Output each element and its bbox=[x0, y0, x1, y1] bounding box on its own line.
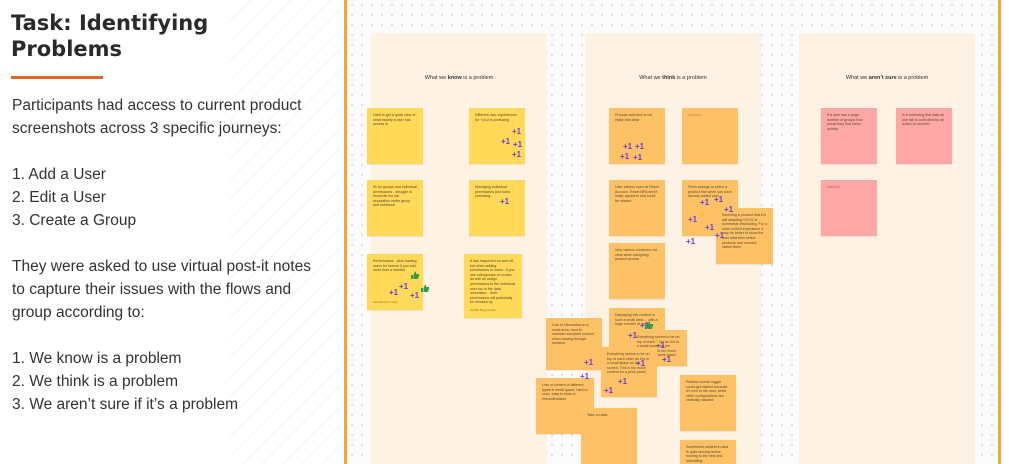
sticky-note[interactable]: Platform Admin toggle could get missed b… bbox=[680, 375, 736, 431]
whiteboard[interactable]: What we know is a problem What we think … bbox=[347, 0, 998, 464]
plus-one-sticker[interactable]: +1 bbox=[579, 372, 590, 381]
board-frame-right bbox=[998, 0, 1001, 464]
plus-one-sticker[interactable]: +1 bbox=[622, 142, 633, 151]
plus-one-sticker[interactable]: +1 bbox=[398, 282, 409, 291]
plus-one-sticker[interactable]: +1 bbox=[500, 137, 511, 146]
column-not-sure[interactable]: What we aren't sure is a problem bbox=[799, 33, 975, 464]
plus-one-sticker[interactable]: +1 bbox=[511, 150, 522, 159]
note-text: Displaying this content in such a small … bbox=[615, 313, 658, 327]
note-text: Is it confusing that data on one tab is … bbox=[902, 113, 944, 127]
sticky-note[interactable]: It has happened on and off, but when add… bbox=[464, 254, 522, 318]
sticky-note[interactable]: Add text bbox=[682, 108, 738, 164]
plus-one-sticker[interactable]: +1 bbox=[655, 341, 666, 350]
slide-text-panel: Task: Identifying Problems Participants … bbox=[0, 0, 340, 464]
sticky-note[interactable]: Selecting a product that it is still ado… bbox=[716, 208, 773, 264]
thumbs-up-icon[interactable] bbox=[420, 283, 430, 293]
plus-one-sticker[interactable]: +1 bbox=[639, 321, 650, 330]
plus-one-sticker[interactable]: +1 bbox=[409, 291, 420, 300]
note-text: Hard to get a quick view of what exactly… bbox=[373, 113, 416, 127]
journey-item: 1. Add a User bbox=[12, 166, 106, 183]
plus-one-sticker[interactable]: +1 bbox=[704, 223, 715, 232]
group-item: 2. We think is a problem bbox=[12, 373, 178, 390]
plus-one-sticker[interactable]: +1 bbox=[583, 358, 594, 367]
note-signature: Nora Banner (1 vote) bbox=[373, 301, 398, 305]
plus-one-sticker[interactable]: +1 bbox=[714, 231, 725, 240]
plus-one-sticker[interactable]: +1 bbox=[661, 355, 672, 364]
plus-one-sticker[interactable]: +1 bbox=[619, 152, 630, 161]
note-text: Lots of content of different types in sm… bbox=[542, 383, 588, 401]
thumbs-up-icon[interactable] bbox=[644, 320, 654, 330]
note-text: It has happened on and off, but when add… bbox=[470, 259, 516, 305]
note-text: If a user has a large number of groups h… bbox=[827, 113, 863, 131]
column-title-think: What we think is a problem bbox=[639, 75, 707, 81]
note-text: Sometimes content in tabs is quite lacki… bbox=[686, 445, 729, 463]
slide-body: Participants had access to current produ… bbox=[12, 94, 312, 416]
plus-one-sticker[interactable]: +1 bbox=[603, 386, 614, 395]
group-item: 3. We aren’t sure if it’s a problem bbox=[12, 396, 238, 413]
sticky-note[interactable]: Different user experiences for +1/v2 is … bbox=[469, 108, 525, 164]
sticky-note[interactable]: If a user has a large number of groups h… bbox=[821, 108, 877, 164]
plus-one-sticker[interactable]: +1 bbox=[687, 215, 698, 224]
sticky-note[interactable]: IR for groups and individual permissions… bbox=[367, 180, 423, 236]
column-title-not-sure: What we aren't sure is a problem bbox=[845, 75, 929, 81]
intro-text: Participants had access to current produ… bbox=[12, 97, 302, 137]
plus-one-sticker[interactable]: +1 bbox=[512, 140, 523, 149]
note-text: Add text bbox=[688, 113, 702, 117]
sticky-note[interactable]: Tabs on tabs bbox=[581, 408, 637, 464]
plus-one-sticker[interactable]: +1 bbox=[685, 237, 696, 246]
slide-title: Task: Identifying Problems bbox=[11, 11, 209, 61]
plus-one-sticker[interactable]: +1 bbox=[723, 205, 734, 214]
thumbs-up-icon[interactable] bbox=[410, 270, 420, 280]
plus-one-sticker[interactable]: +1 bbox=[634, 142, 645, 151]
sticky-note[interactable]: Lots of information in a small area, har… bbox=[546, 318, 602, 370]
note-text: Different user experiences for +1/v2 is … bbox=[475, 113, 517, 122]
sticky-note[interactable]: Hard to get a quick view of what exactly… bbox=[367, 108, 423, 164]
plus-one-sticker[interactable]: +1 bbox=[617, 377, 628, 386]
note-text: Everything seems to be on top of each ot… bbox=[607, 352, 650, 375]
note-text: Feels strange to select a product first … bbox=[688, 185, 732, 199]
sticky-note[interactable]: Product selection is not really that cle… bbox=[609, 108, 665, 164]
sticky-note[interactable]: Performance - slow loading users for for… bbox=[367, 254, 423, 310]
title-underline bbox=[11, 76, 103, 79]
sticky-note[interactable]: Sometimes content in tabs is quite lacki… bbox=[680, 440, 736, 464]
note-text: Very various content is not clear when a… bbox=[615, 248, 658, 262]
board-frame-left bbox=[344, 0, 347, 464]
star-icon[interactable]: ★ bbox=[697, 208, 707, 220]
column-know[interactable]: What we know is a problem bbox=[371, 33, 547, 464]
plus-one-sticker[interactable]: +1 bbox=[388, 288, 399, 297]
sticky-note[interactable]: User actions such as Reset Account, Rese… bbox=[609, 180, 665, 236]
plus-one-sticker[interactable]: +1 bbox=[511, 127, 522, 136]
note-text: Tabs on tabs bbox=[587, 413, 608, 417]
instructions-text: They were asked to use virtual post-it n… bbox=[12, 258, 311, 321]
sticky-note[interactable]: Very various content is not clear when a… bbox=[609, 243, 665, 299]
note-text: Product selection is not really that cle… bbox=[615, 113, 653, 122]
journey-item: 2. Edit a User bbox=[12, 189, 106, 206]
plus-one-sticker[interactable]: +1 bbox=[713, 195, 724, 204]
note-text: IR for groups and individual permissions… bbox=[373, 185, 417, 208]
star-icon[interactable]: ★ bbox=[652, 336, 662, 348]
plus-one-sticker[interactable]: +1 bbox=[499, 197, 510, 206]
journey-item: 3. Create a Group bbox=[12, 212, 137, 229]
note-signature: Jennifer Brigg (1 vote) bbox=[470, 309, 496, 313]
note-text: User actions such as Reset Account, Rese… bbox=[615, 185, 659, 203]
note-text: Add text bbox=[827, 185, 841, 189]
note-text: Managing individual permissions just loo… bbox=[475, 185, 511, 199]
sticky-note[interactable]: Everything seems to be on top of each ot… bbox=[601, 347, 657, 397]
column-title-know: What we know is a problem bbox=[424, 75, 494, 81]
plus-one-sticker[interactable]: +1 bbox=[632, 153, 643, 162]
note-text: Platform Admin toggle could get missed b… bbox=[686, 380, 728, 403]
plus-one-sticker[interactable]: +1 bbox=[699, 198, 710, 207]
sticky-note[interactable]: Is it confusing that data on one tab is … bbox=[896, 108, 952, 164]
plus-one-sticker[interactable]: +1 bbox=[635, 359, 646, 368]
sticky-note[interactable]: Add text bbox=[821, 180, 877, 236]
plus-one-sticker[interactable]: +1 bbox=[627, 331, 638, 340]
sticky-note[interactable]: Managing individual permissions just loo… bbox=[469, 180, 525, 236]
note-text: Lots of information in a small area, har… bbox=[552, 323, 594, 346]
note-text: Performance - slow loading users for for… bbox=[373, 259, 417, 273]
note-text: Selecting a product that it is still ado… bbox=[722, 213, 767, 250]
background-pattern bbox=[230, 0, 340, 464]
group-item: 1. We know is a problem bbox=[12, 350, 182, 367]
